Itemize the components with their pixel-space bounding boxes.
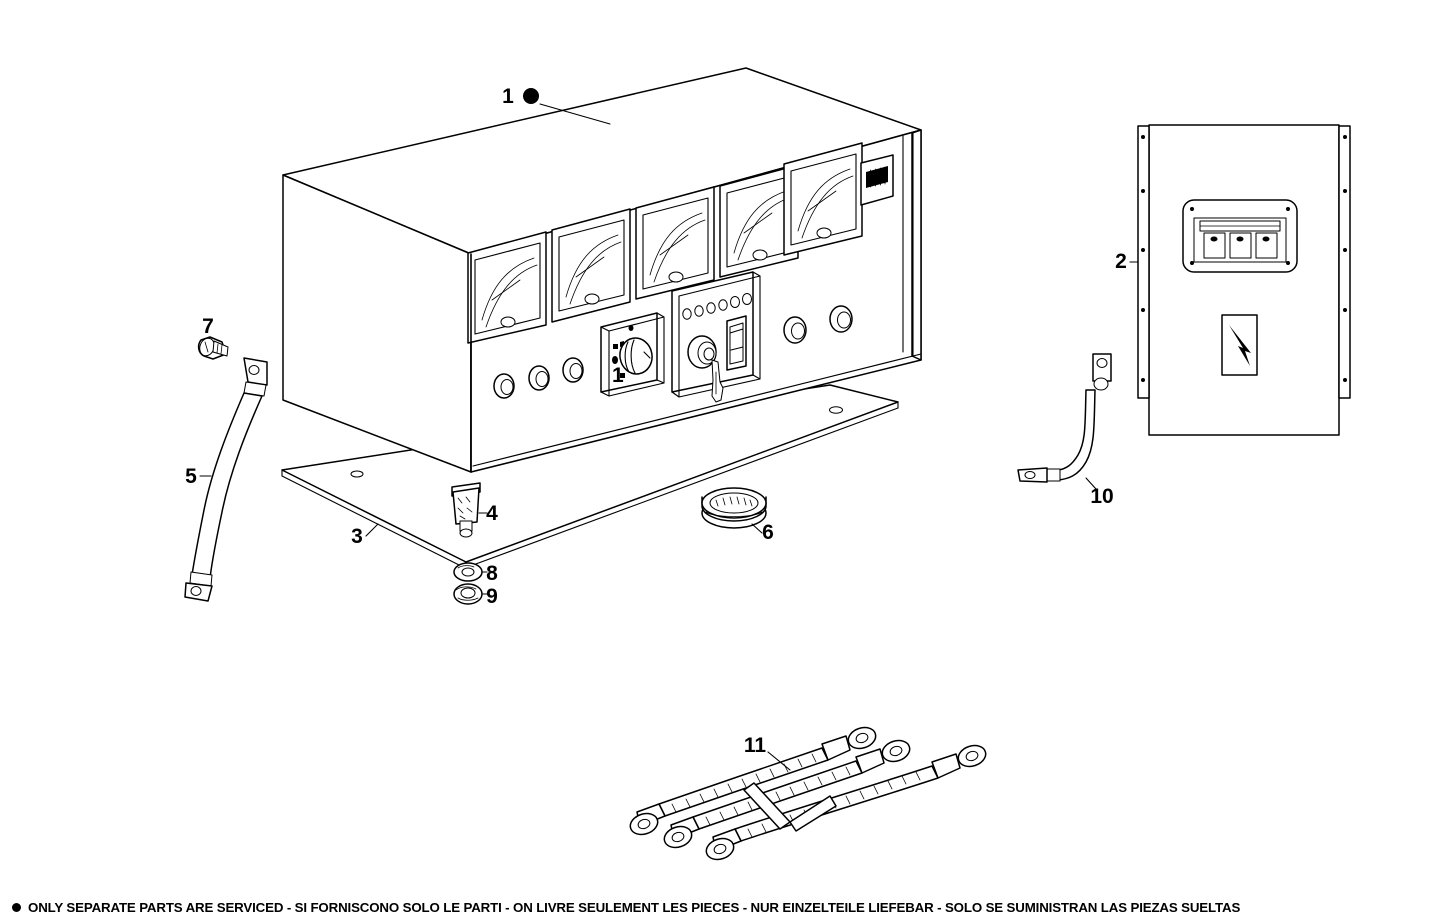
footer-note-text: ONLY SEPARATE PARTS ARE SERVICED - SI FO…	[28, 900, 1241, 915]
harness-strap-1	[743, 782, 791, 830]
right-knob-group	[783, 305, 853, 344]
indicator-lamp-4	[718, 299, 728, 311]
leader-10	[1085, 477, 1097, 490]
gauge-5	[783, 142, 863, 256]
part-9-hex-nut	[453, 583, 488, 605]
part-7-hex-bolt	[197, 336, 229, 360]
gauge-3	[635, 186, 715, 300]
indicator-lamp-6	[742, 293, 752, 305]
breaker-pole-2	[1229, 232, 1252, 259]
leader-6	[751, 523, 763, 534]
part-11-braided-cable-harness	[629, 726, 987, 861]
gauge-1	[467, 231, 547, 344]
leader-3	[365, 523, 379, 537]
part-6-rubber-grommet	[701, 487, 767, 529]
callout-11: 11	[744, 734, 767, 757]
pilot-lamp-group	[493, 357, 584, 399]
callout-9: 9	[486, 585, 498, 608]
lightning-warning-label	[1221, 314, 1258, 376]
part-2-breaker-enclosure-panel	[1137, 124, 1351, 436]
callout-1-bullet	[523, 88, 539, 104]
harness-strap-2	[789, 795, 837, 832]
callout-7: 7	[202, 315, 214, 338]
part-8-lock-washer	[453, 562, 488, 582]
harness-cable-2	[663, 739, 911, 849]
breaker-pole-1	[1203, 232, 1226, 259]
callout-5: 5	[185, 465, 197, 488]
key-switch-panel	[671, 271, 761, 403]
leader-lines	[199, 103, 1139, 771]
breaker-pole-3	[1255, 232, 1278, 259]
hour-meter-display	[860, 154, 894, 206]
callout-labels: 1 2 3 4 5 6 7 8 9 10 11	[185, 85, 1127, 757]
callout-8: 8	[486, 562, 498, 585]
part-10-battery-cable-short	[1017, 353, 1112, 483]
callout-4: 4	[486, 502, 498, 525]
base-plate-hole-right	[829, 406, 843, 414]
indicator-lamp-2	[694, 305, 704, 317]
gauge-4	[719, 164, 799, 278]
part-1-control-panel-box: 1	[282, 67, 922, 473]
base-plate-hole-left	[350, 470, 364, 478]
callout-10: 10	[1090, 485, 1113, 508]
harness-cable-1	[629, 726, 877, 836]
part-5-battery-cable-long	[184, 357, 268, 602]
callout-2: 2	[1115, 250, 1127, 273]
gauge-2	[551, 208, 631, 323]
footer-bullet-icon	[12, 903, 21, 912]
leader-11	[767, 751, 791, 771]
leader-1	[539, 103, 611, 125]
rotary-switch-label-1: 1	[612, 364, 624, 387]
callout-3: 3	[351, 525, 363, 548]
callout-6: 6	[762, 521, 774, 544]
indicator-lamp-1	[682, 308, 692, 320]
callout-1: 1	[502, 85, 514, 108]
footer-note-bar: ONLY SEPARATE PARTS ARE SERVICED - SI FO…	[0, 900, 1437, 915]
indicator-lamp-3	[706, 302, 716, 314]
indicator-lamp-5	[730, 296, 740, 308]
rotary-selector-switch: 1	[600, 312, 665, 397]
part-4-insulator-standoff	[451, 482, 488, 538]
